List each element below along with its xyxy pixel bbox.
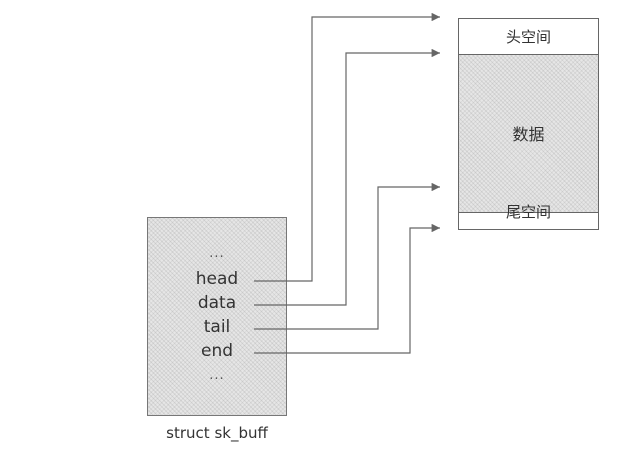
end-pointer-arrow bbox=[254, 223, 440, 354]
data-pointer-arrow bbox=[254, 48, 440, 306]
data-buffer: 头空间 数据 尾空间 bbox=[458, 18, 599, 230]
data-label: 数据 bbox=[512, 125, 545, 144]
head-pointer-arrow bbox=[254, 12, 440, 282]
sk-buff-struct-box bbox=[147, 217, 287, 416]
tail-pointer-arrow bbox=[254, 182, 440, 330]
tail-room-segment: 尾空间 bbox=[459, 203, 598, 229]
head-room-segment: 头空间 bbox=[459, 19, 598, 55]
field-head: head bbox=[195, 269, 239, 289]
tail-room-label: 尾空间 bbox=[505, 203, 551, 221]
field-tail: tail bbox=[203, 317, 231, 337]
head-room-label: 头空间 bbox=[505, 28, 551, 46]
struct-ellipsis-bottom: ... bbox=[209, 368, 225, 383]
data-segment: 数据 bbox=[459, 55, 598, 213]
field-data: data bbox=[197, 293, 237, 313]
struct-caption: struct sk_buff bbox=[166, 424, 268, 442]
field-end: end bbox=[200, 341, 234, 361]
struct-ellipsis-top: ... bbox=[209, 246, 225, 261]
